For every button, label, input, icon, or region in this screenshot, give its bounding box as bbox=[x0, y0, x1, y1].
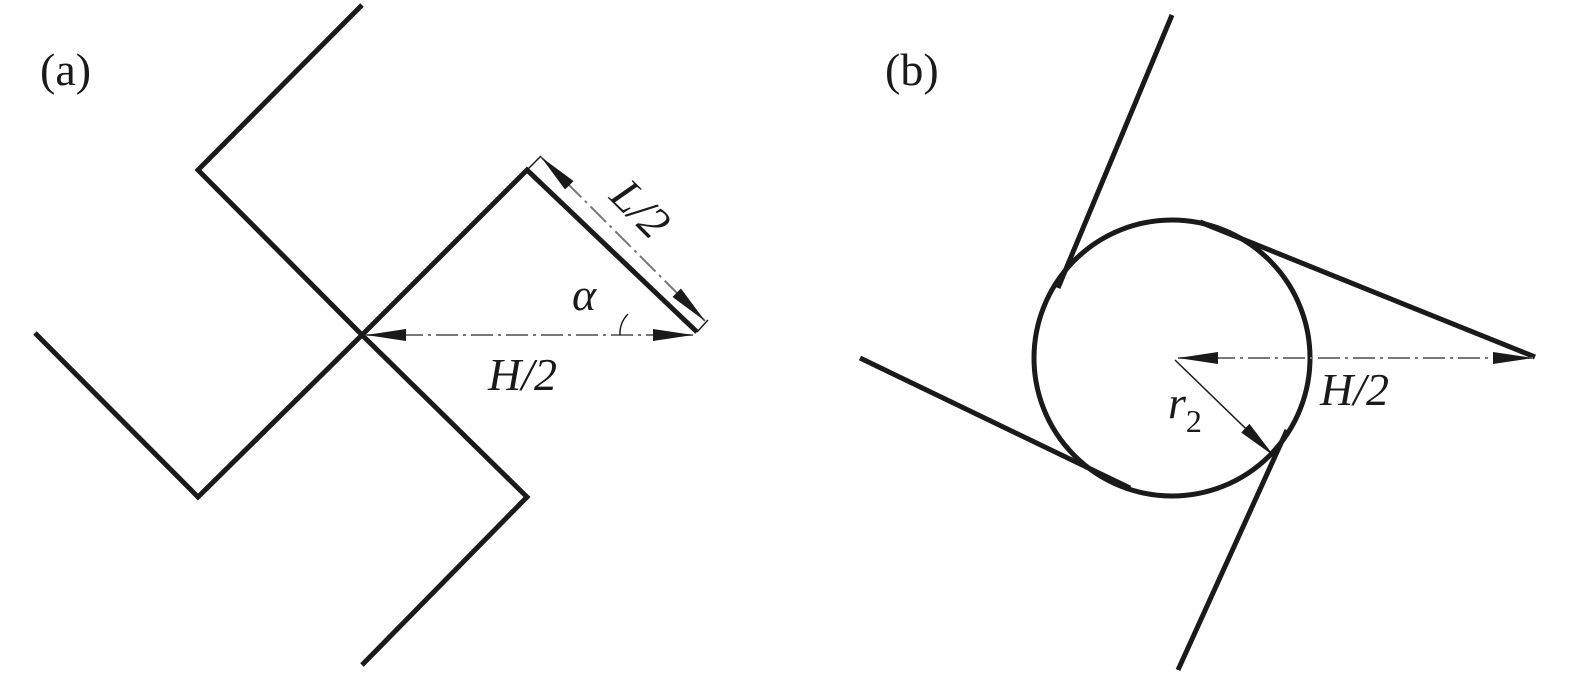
blade-top bbox=[1055, 14, 1175, 289]
alpha-label: α bbox=[572, 269, 597, 320]
blade-bottom bbox=[1175, 428, 1290, 672]
arm-lower-right bbox=[360, 333, 531, 667]
extension-line bbox=[526, 155, 542, 171]
panel-b-label: (b) bbox=[885, 44, 939, 95]
radius-dimension bbox=[1174, 359, 1275, 457]
blade-right bbox=[1199, 219, 1536, 360]
panel-a: (a) H/2 L/2 α bbox=[33, 3, 709, 667]
l-half-label: L/2 bbox=[600, 168, 680, 248]
blade-left bbox=[858, 355, 1132, 491]
angle-arc bbox=[619, 313, 629, 336]
arm-upper-left bbox=[194, 3, 364, 337]
panel-a-label: (a) bbox=[40, 44, 91, 95]
extension-line bbox=[696, 319, 709, 333]
panel-b: (b) H/2 r2 bbox=[858, 14, 1536, 672]
l-half-dimension bbox=[540, 156, 706, 322]
h-half-label: H/2 bbox=[487, 349, 557, 400]
arm-lower-left bbox=[33, 331, 364, 501]
h-half-label: H/2 bbox=[1319, 364, 1389, 415]
radius-label: r2 bbox=[1168, 377, 1202, 439]
